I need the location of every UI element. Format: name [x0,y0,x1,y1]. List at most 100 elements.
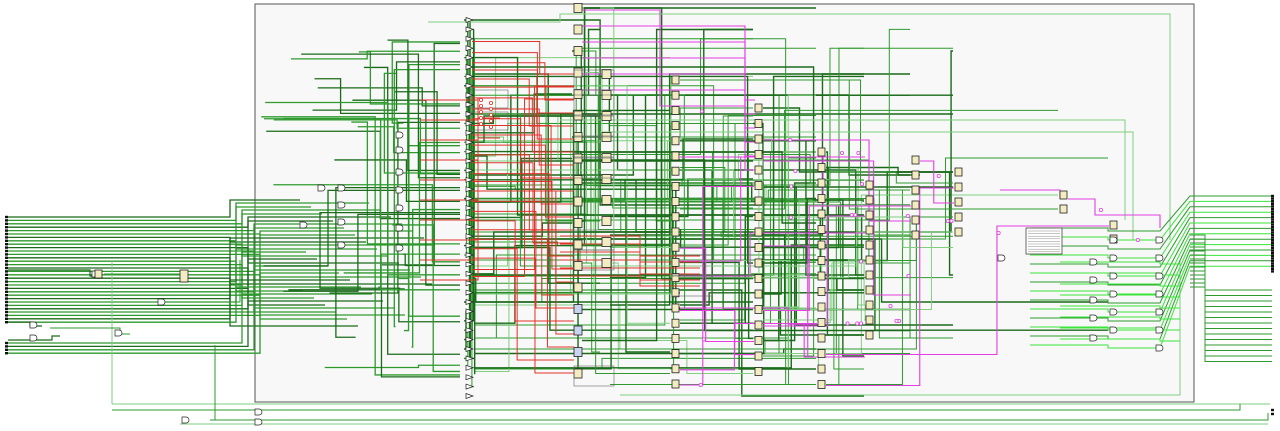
io-port-left [5,348,8,351]
io-port-right [1271,262,1274,265]
register-cell [573,325,583,336]
buffer-cell [465,346,475,352]
logic-gate [395,168,404,176]
wire-magenta-net [582,89,755,171]
wire-bottom [210,413,1269,421]
register-cell [865,180,874,190]
wire-route [312,61,460,111]
io-port-left [5,290,8,293]
register-cell [817,209,826,219]
inverter-bubble [478,98,483,103]
logic-gate [1089,258,1098,266]
buffer-cell [465,299,475,305]
logic-gate [157,298,166,306]
wire-internal [763,231,953,310]
wire-output-bus [1030,244,1272,313]
wire-internal [826,194,1058,354]
io-port-left [5,226,8,229]
wire-output-bus [1060,305,1180,309]
register-cell [911,185,920,195]
wire-magenta-net [763,215,865,327]
io-port-right [1271,236,1274,239]
io-port-left [5,239,8,242]
register-cell [865,285,874,295]
cell-group-frame [671,254,713,276]
register-cell [754,258,763,268]
register-cell [671,303,680,313]
io-port-right [1271,246,1274,250]
buffer-cell [465,355,475,362]
register-cell [817,349,826,358]
io-port-left [5,304,8,307]
register-cell [601,195,612,205]
wire-input-bus [8,293,372,344]
wire-internal [680,337,816,354]
inverter-bubble [698,382,703,387]
register-cell [754,336,763,345]
register-cell [671,242,680,252]
wire-red-net [472,162,574,244]
wire-output-bus [1190,286,1272,362]
wire-internal [474,113,572,267]
wire-internal [474,160,753,249]
wire-red-net [472,86,574,140]
io-port-left [5,266,8,270]
io-port-right [1271,233,1274,237]
register-cell [865,315,874,325]
wire-internal [474,94,816,230]
logic-gate [181,416,190,424]
io-port-right [1271,241,1274,244]
wire-magenta-net [680,232,865,277]
buffer-cell [465,336,475,343]
logic-gate [337,218,346,226]
inverter-bubble [478,116,483,121]
wire-input-bus [8,199,300,218]
io-port-left [5,260,8,263]
wire-output-bus [1190,258,1272,324]
wire-input-bus [8,307,394,351]
buffer-cell [465,111,475,117]
wire-route [314,78,460,115]
wire-magenta-net [826,187,954,387]
io-port-left [5,317,8,320]
wire-route [393,68,460,328]
logic-gate [299,221,308,229]
io-port-left [5,310,8,314]
register-cell [865,195,874,205]
wire-route [263,189,460,267]
inverter-bubble [478,110,483,115]
buffer-cell [465,35,475,42]
io-port-right [1271,194,1274,198]
inverter-bubble [840,150,845,155]
wire-red-net [560,267,700,281]
wire-internal [474,113,953,203]
cell-group-frame [469,111,509,131]
register-cell [754,150,763,159]
io-port-left [5,345,8,348]
logic-gate [114,329,123,337]
io-port-right [1271,254,1274,257]
logic-gate [337,184,346,192]
register-cell [911,200,920,210]
wire-route [301,53,460,179]
register-cell [865,225,874,235]
inverter-bubble [788,215,793,220]
buffer-cell [465,289,475,296]
inverter-bubble [793,168,798,173]
logic-gate [317,184,326,192]
wire-feedback [428,13,1171,240]
register-cell [1109,220,1118,230]
wire-red-net [472,134,574,205]
wire-route [394,91,460,175]
register-cell [865,210,874,220]
io-port-left [5,219,8,222]
inverter-bubble [488,101,493,106]
logic-gate [1109,326,1118,334]
register-cell [954,167,963,177]
io-port-left [5,222,8,225]
register-cell [573,347,583,357]
logic-gate [337,201,346,209]
inverter-bubble [488,113,493,118]
register-cell [911,215,920,225]
register-cell [754,165,763,175]
